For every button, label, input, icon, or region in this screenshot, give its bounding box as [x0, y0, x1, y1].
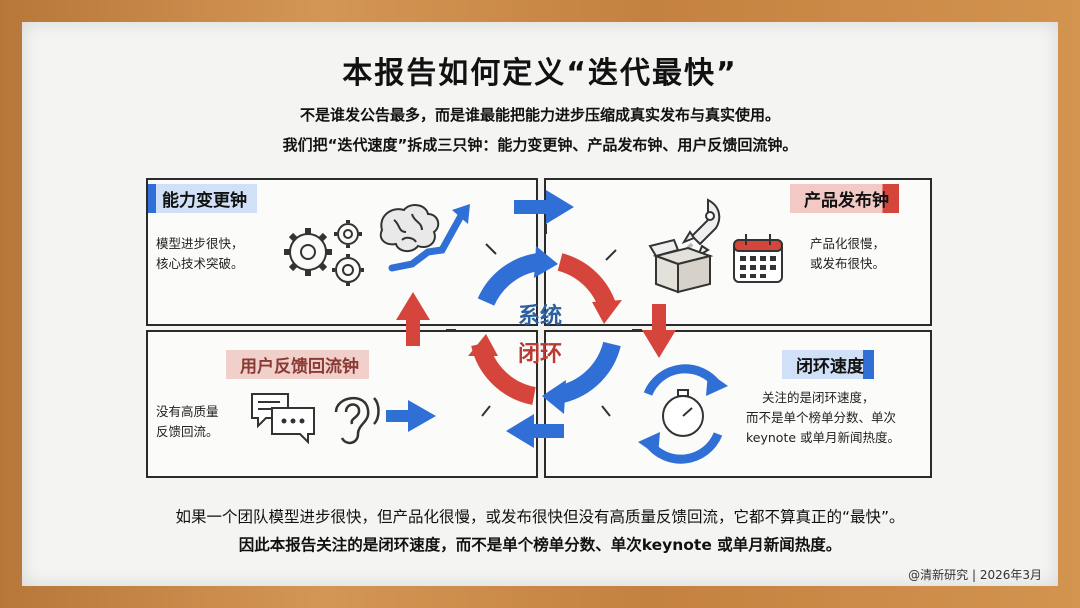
tag-loop-speed: 闭环速度: [782, 350, 874, 379]
stopwatch-icon: [638, 364, 728, 464]
capability-desc: 模型进步很快， 核心技术突破。: [156, 234, 244, 274]
credit-text: @清新研究 | 2026年3月: [908, 568, 1042, 582]
capability-desc-line-1: 模型进步很快，: [156, 236, 244, 251]
feedback-desc-line-2: 反馈回流。: [156, 424, 219, 439]
ear-icon: [334, 396, 380, 445]
bottom-line-2: 因此本报告关注的是闭环速度，而不是单个榜单分数、单次keynote 或单月新闻热…: [238, 536, 842, 554]
cycle-arrows-icon: [446, 224, 642, 417]
gears-icon: [284, 220, 364, 286]
feedback-desc: 没有高质量 反馈回流。: [156, 402, 219, 442]
loop-speed-desc: 关注的是闭环速度， 而不是单个榜单分数、单次 keynote 或单月新闻热度。: [746, 388, 900, 448]
loop-speed-desc-line-3: keynote 或单月新闻热度。: [746, 430, 901, 445]
subtitle-line-1: 不是谁发公告最多，而是谁最能把能力进步压缩成真实发布与真实使用。: [299, 106, 780, 124]
calendar-icon: [733, 234, 783, 283]
tag-feedback-clock: 用户反馈回流钟: [226, 350, 369, 379]
chat-bubbles-icon: [251, 393, 315, 445]
page-title: 本报告如何定义“迭代最快”: [342, 56, 738, 91]
feedback-desc-line-1: 没有高质量: [156, 404, 219, 419]
loop-speed-desc-line-2: 而不是单个榜单分数、单次: [746, 410, 897, 425]
tag-capability-clock: 能力变更钟: [148, 184, 257, 213]
release-desc: 产品化很慢， 或发布很快。: [810, 234, 885, 274]
center-label-system: 系统: [517, 304, 562, 329]
arrow-bottom-left: [506, 414, 564, 448]
tag-release-clock: 产品发布钟: [790, 184, 899, 213]
box-icon: [648, 238, 714, 294]
center-label-loop: 闭环: [517, 342, 562, 367]
bottom-line-1: 如果一个团队模型进步很快，但产品化很慢，或发布很快但没有高质量反馈回流，它都不算…: [175, 508, 905, 526]
subtitle-line-2: 我们把“迭代速度”拆成三只钟：能力变更钟、产品发布钟、用户反馈回流钟。: [282, 136, 798, 154]
capability-desc-line-2: 核心技术突破。: [156, 256, 244, 271]
arrow-top-right: [514, 190, 574, 224]
release-desc-line-1: 产品化很慢，: [810, 236, 886, 251]
brain-icon: [379, 204, 470, 272]
release-desc-line-2: 或发布很快。: [810, 256, 886, 271]
loop-speed-desc-line-1: 关注的是闭环速度，: [762, 390, 875, 405]
arrow-feedback-right: [386, 400, 436, 432]
arrow-right-down: [642, 304, 676, 358]
arrow-left-up: [396, 292, 430, 346]
